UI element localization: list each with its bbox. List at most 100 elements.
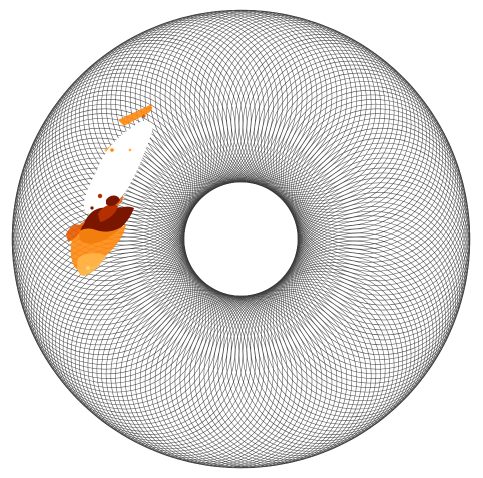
- ring-circle: [179, 11, 353, 185]
- fire-speck: [97, 193, 103, 199]
- ring-circle: [92, 281, 265, 454]
- ring-circle: [83, 276, 256, 450]
- ring-circle: [297, 147, 471, 321]
- ring-circle: [250, 46, 423, 220]
- ring-circle: [105, 287, 279, 460]
- ring-circle: [293, 118, 467, 291]
- ring-circle: [226, 28, 399, 202]
- ring-circle: [283, 90, 456, 263]
- ring-circle: [278, 224, 452, 397]
- fire-speck: [90, 206, 94, 210]
- ring-circle: [264, 60, 437, 234]
- ring-circle: [226, 276, 399, 450]
- ring-circle: [74, 34, 248, 207]
- spirograph-ring: [11, 9, 471, 469]
- ring-circle: [83, 28, 256, 202]
- ring-circle: [208, 285, 381, 458]
- ring-circle: [110, 16, 284, 190]
- ring-circle: [280, 85, 454, 259]
- ring-circle: [267, 64, 440, 238]
- ring-circle: [45, 244, 218, 418]
- ring-circle: [105, 18, 279, 191]
- fire-speck: [142, 114, 146, 118]
- ring-circle: [13, 127, 187, 301]
- ring-circle: [96, 283, 270, 456]
- ring-circle: [59, 46, 232, 220]
- ring-circle: [198, 288, 372, 462]
- ring-circle: [203, 18, 377, 191]
- ring-circle: [278, 81, 452, 254]
- fire-speck: [148, 106, 152, 110]
- ring-circle: [273, 72, 446, 246]
- ring-circle: [184, 292, 358, 466]
- ring-circle: [238, 37, 412, 210]
- fire-speck: [128, 148, 132, 152]
- ring-circle: [51, 252, 225, 425]
- ring-circle: [234, 271, 408, 444]
- ring-circle: [129, 293, 303, 467]
- ring-circle: [270, 68, 443, 242]
- ring-circle: [62, 262, 236, 435]
- ring-circle: [289, 201, 462, 375]
- ring-circle: [18, 108, 192, 282]
- ring-circle: [260, 57, 434, 230]
- ring-circle: [295, 177, 469, 351]
- ring-circle: [24, 94, 197, 268]
- ring-circle: [203, 287, 377, 460]
- ring-circle: [62, 43, 236, 216]
- ring-circle: [217, 281, 390, 454]
- ring-circle: [230, 31, 404, 205]
- fire-streak: [118, 104, 152, 126]
- ring-circle: [221, 26, 395, 200]
- ring-circle: [48, 248, 222, 421]
- ring-circle: [124, 12, 298, 186]
- ring-circle: [115, 290, 288, 463]
- ring-circle: [42, 64, 215, 238]
- fire-ember: [98, 204, 118, 222]
- ring-circle: [55, 49, 228, 223]
- fire-overlay: [66, 104, 153, 276]
- ring-circle: [212, 22, 386, 195]
- ring-circle: [283, 215, 456, 388]
- ring-circle: [287, 99, 460, 272]
- fire-speck: [86, 266, 90, 270]
- ring-circle: [290, 108, 464, 282]
- fire-glow: [66, 224, 82, 242]
- ring-circle: [254, 255, 427, 429]
- ring-circle: [39, 68, 212, 242]
- ring-circle: [273, 232, 446, 406]
- fire-ember: [106, 195, 120, 207]
- ring-circle: [92, 24, 265, 197]
- ring-circle: [292, 192, 465, 365]
- ring-circle: [70, 268, 244, 441]
- ring-circle: [217, 24, 390, 197]
- ring-circle: [74, 271, 248, 444]
- ring-circle: [45, 60, 218, 234]
- ring-circle: [87, 26, 261, 200]
- ring-circle: [101, 20, 274, 193]
- ring-circle: [246, 262, 420, 435]
- ring-circle: [257, 53, 431, 226]
- ring-circle: [66, 265, 240, 438]
- ring-circle: [26, 90, 199, 263]
- ring-circle: [110, 288, 284, 462]
- ring-circle: [198, 16, 372, 190]
- ring-circle: [194, 15, 367, 188]
- ring-circle: [246, 43, 420, 216]
- ring-circle: [30, 81, 204, 254]
- ring-circle: [36, 72, 209, 246]
- fire-speck: [110, 148, 114, 152]
- ring-circle: [20, 103, 193, 277]
- ring-circle: [242, 40, 416, 213]
- ring-circle: [221, 278, 395, 452]
- ring-circle: [264, 244, 437, 418]
- ring-circle: [289, 103, 462, 277]
- fire-glow: [77, 253, 106, 276]
- ring-circle: [234, 34, 408, 207]
- ring-circle: [294, 122, 468, 296]
- ring-circle: [290, 196, 464, 370]
- ring-circle: [17, 113, 190, 286]
- ring-circle: [120, 13, 293, 187]
